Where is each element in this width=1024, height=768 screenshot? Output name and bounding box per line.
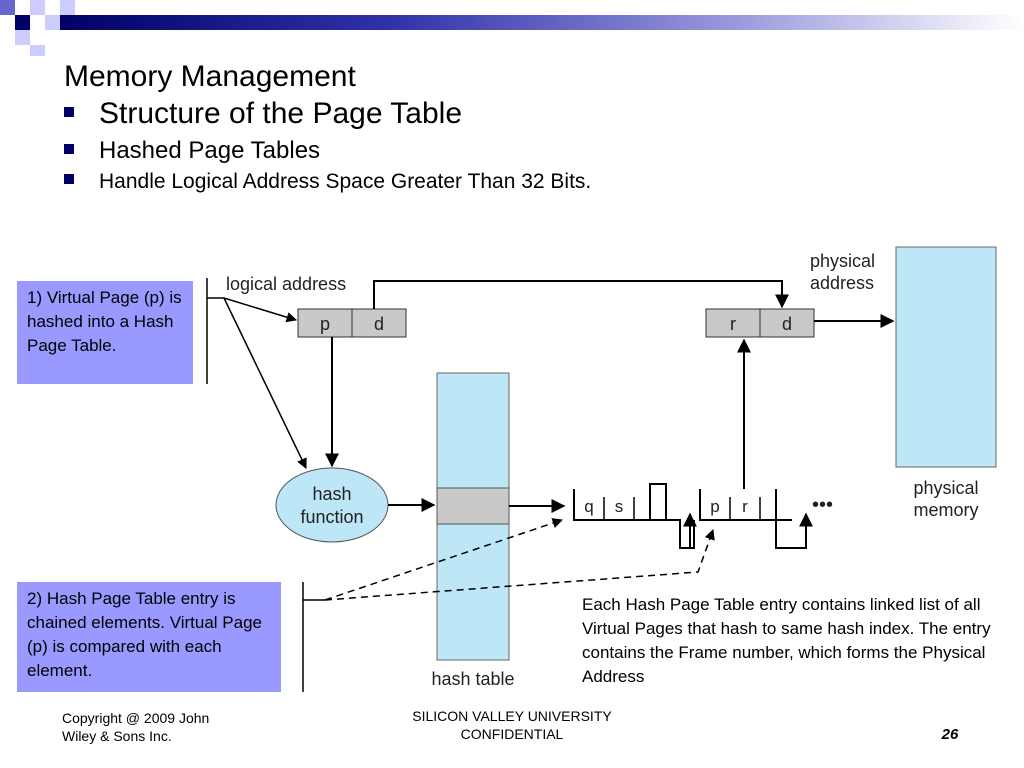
header-square xyxy=(30,45,45,56)
callout-2-dashed-pointer-1 xyxy=(324,518,563,601)
chain-ellipsis: ••• xyxy=(812,494,833,516)
page-number: 26 xyxy=(941,726,959,743)
hash-table-label: hash table xyxy=(431,669,514,689)
footer-center-line2: CONFIDENTIAL xyxy=(460,726,564,742)
bullet-2-text: Hashed Page Tables xyxy=(99,137,321,164)
d-box-label: d xyxy=(374,314,384,334)
bullet-square-icon xyxy=(64,143,74,154)
hash-function-ellipse xyxy=(275,467,389,543)
bullet-2: Hashed Page Tables xyxy=(64,137,320,165)
bullet-3: Handle Logical Address Space Greater Tha… xyxy=(64,170,591,194)
r-box-label: r xyxy=(730,314,736,334)
chain-node-1-pointer xyxy=(649,483,695,549)
footer-center-line1: SILICON VALLEY UNIVERSITY xyxy=(412,708,612,724)
chain-node-2-p: p xyxy=(710,497,719,516)
physical-memory-label-line2: memory xyxy=(913,500,978,520)
r-box xyxy=(705,308,761,338)
hash-table-note: Each Hash Page Table entry contains link… xyxy=(582,595,991,686)
physical-address-label-line2: address xyxy=(810,273,874,293)
header-square xyxy=(15,15,30,30)
callout-2: 2) Hash Page Table entry is chained elem… xyxy=(17,582,281,692)
hash-function-label-line2: function xyxy=(300,507,363,527)
callout-2-dashed-pointer-2 xyxy=(324,529,715,601)
physical-memory-label-line1: physical xyxy=(913,478,978,498)
d-box-physical-label: d xyxy=(782,314,792,334)
logical-address-label: logical address xyxy=(226,274,346,294)
bullet-3-text: Handle Logical Address Space Greater Tha… xyxy=(99,170,592,193)
chain-node-1-q: q xyxy=(584,497,593,516)
header-gradient-bar xyxy=(60,15,1024,30)
footer-copyright-line1: Copyright @ 2009 John xyxy=(62,710,210,726)
physical-memory-block xyxy=(895,246,997,468)
header-decoration xyxy=(0,0,1024,56)
callout-1-pointer-hash xyxy=(223,297,307,469)
callout-1: 1) Virtual Page (p) is hashed into a Has… xyxy=(17,281,193,384)
d-to-physical-arrow xyxy=(373,280,789,309)
d-box-physical xyxy=(759,308,815,338)
chain-node-2-r: r xyxy=(742,497,748,516)
header-square xyxy=(45,15,60,30)
header-square xyxy=(30,0,45,15)
chain-node-2-bracket xyxy=(699,489,792,521)
callout-1-pointer-p xyxy=(223,297,298,323)
chain-node-1-bracket xyxy=(573,489,666,521)
chain-node-1-s: s xyxy=(615,497,624,516)
bullet-square-icon xyxy=(64,107,74,118)
physical-address-label-line1: physical xyxy=(810,251,875,271)
header-square xyxy=(0,0,15,15)
p-box xyxy=(297,308,353,338)
hash-function-label-line1: hash xyxy=(312,484,351,504)
bullet-square-icon xyxy=(64,174,74,185)
footer-center: SILICON VALLEY UNIVERSITY CONFIDENTIAL xyxy=(362,707,662,743)
bullet-1: Structure of the Page Table xyxy=(64,97,462,131)
header-square xyxy=(60,0,75,15)
footer-copyright: Copyright @ 2009 John Wiley & Sons Inc. xyxy=(62,709,262,745)
header-square xyxy=(15,30,30,45)
bullet-1-text: Structure of the Page Table xyxy=(99,97,463,130)
d-box xyxy=(351,308,407,338)
p-box-label: p xyxy=(320,314,330,334)
hash-table-entry xyxy=(436,487,510,525)
slide-title: Memory Management xyxy=(64,60,356,93)
footer-copyright-line2: Wiley & Sons Inc. xyxy=(62,728,172,744)
